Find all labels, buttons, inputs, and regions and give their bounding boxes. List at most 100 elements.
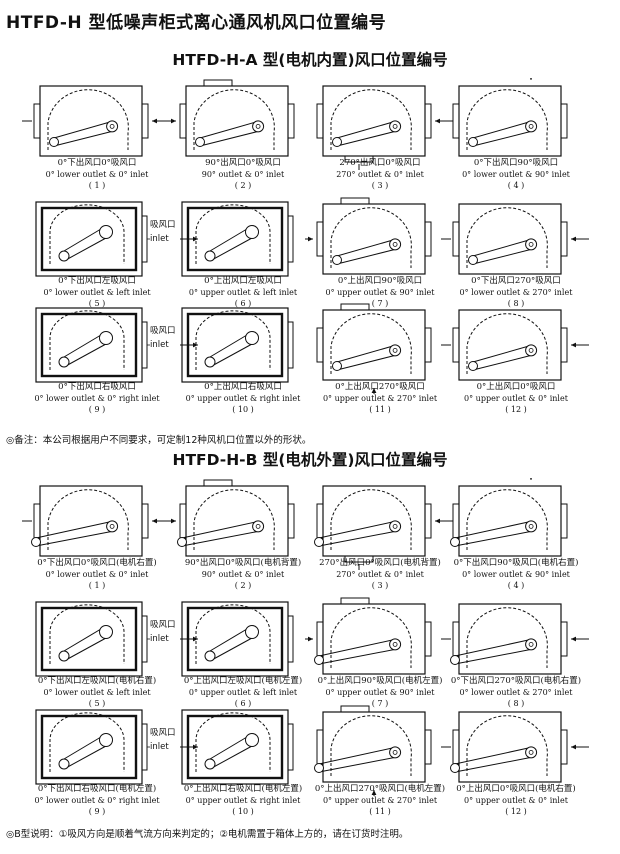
b-caption-en-5: 0° lower outlet & left inlet	[43, 688, 151, 697]
b-caption-en-7: 0° upper outlet & 90° inlet	[325, 688, 435, 697]
b-caption-5: 0°下出风口左吸风口(电机右置)0° lower outlet & left i…	[22, 676, 172, 709]
b-fan-drawing-2	[168, 479, 295, 557]
b-caption-6: 0°上出风口左吸风口(电机左置)0° upper outlet & left i…	[168, 676, 318, 709]
a-caption-zh-5: 0°下出风口左吸风口	[58, 276, 136, 286]
a-caption-no-3: ( 3 )	[371, 181, 389, 190]
a-fan-drawing-1	[22, 85, 170, 157]
page-title: HTFD-H 型低噪声柜式离心通风机风口位置编号	[6, 13, 387, 33]
b-fan-drawing-5	[35, 601, 172, 677]
b-diagram-6: 0°上出风口左吸风口(电机左置)0° upper outlet & left i…	[168, 596, 318, 714]
a-inlet-label-zh: 吸风口	[150, 326, 176, 336]
a-caption-zh-8: 0°下出风口270°吸风口	[471, 276, 561, 286]
b-caption-zh-4: 0°下出风口90°吸风口(电机右置)	[453, 558, 579, 568]
b-inlet-label-1: 吸风口 inlet	[150, 618, 176, 646]
b-caption-en-10: 0° upper outlet & right inlet	[185, 796, 301, 805]
b-caption-no-7: ( 7 )	[371, 699, 389, 708]
b-caption-en-9: 0° lower outlet & 0° right inlet	[34, 796, 160, 805]
b-diagram-9: 0°下出风口右吸风口(电机左置) 0° lower outlet & 0° rig…	[22, 704, 172, 822]
a-caption-no-7: ( 7 )	[371, 299, 389, 308]
a-caption-9: 0°下出风口右吸风口 0° lower outlet & 0° right inl…	[22, 382, 172, 415]
b-caption-zh-9: 0°下出风口右吸风口(电机左置)	[37, 784, 157, 794]
b-caption-3: 270°出风口0°吸风口(电机背置)270° outlet & 0° inlet…	[305, 558, 455, 591]
b-fan-drawing-3	[314, 485, 453, 570]
b-caption-zh-10: 0°上出风口右吸风口(电机左置)	[183, 784, 303, 794]
b-caption-en-2: 90° outlet & 0° inlet	[201, 570, 285, 579]
b-caption-4: 0°下出风口90°吸风口(电机右置)0° lower outlet & 90° …	[441, 558, 591, 591]
b-caption-11: 0°上出风口270°吸风口(电机左置)0° upper outlet & 270…	[305, 784, 455, 817]
a-caption-zh-9: 0°下出风口右吸风口	[58, 382, 136, 392]
a-caption-no-6: ( 6 )	[234, 299, 252, 308]
b-diagram-4: 0°下出风口90°吸风口(电机右置)0° lower outlet & 90° …	[441, 478, 591, 596]
section-b-note: ◎B型说明：①吸风方向是顺着气流方向来判定的；②电机需置于箱体上方的，请在订货时…	[6, 829, 409, 840]
a-caption-en-6: 0° upper outlet & left inlet	[188, 288, 298, 297]
b-caption-zh-12: 0°上出风口0°吸风口(电机右置)	[456, 784, 576, 794]
b-caption-no-11: ( 11 )	[369, 807, 391, 816]
b-fan-drawing-10	[180, 709, 294, 785]
b-caption-zh-8: 0°下出风口270°吸风口(电机右置)	[450, 676, 582, 686]
a-fan-drawing-8	[441, 203, 589, 275]
b-caption-12: 0°上出风口0°吸风口(电机右置)0° upper outlet & 0° in…	[441, 784, 591, 817]
b-caption-zh-7: 0°上出风口90°吸风口(电机左置)	[317, 676, 443, 686]
a-fan-drawing-6	[180, 201, 294, 277]
b-caption-no-4: ( 4 )	[507, 581, 525, 590]
a-caption-en-11: 0° upper outlet & 270° inlet	[322, 394, 438, 403]
b-fan-drawing-6	[180, 601, 294, 677]
a-caption-en-7: 0° upper outlet & 90° inlet	[325, 288, 435, 297]
a-caption-en-9: 0° lower outlet & 0° right inlet	[34, 394, 160, 403]
a-diagram-9: 0°下出风口右吸风口 0° lower outlet & 0° right inl…	[22, 302, 172, 420]
b-inlet-label-zh: 吸风口	[150, 620, 176, 630]
a-diagram-6: 0°上出风口左吸风口 0° upper outlet & left inlet ( …	[168, 196, 318, 314]
a-inlet-label-en: inlet	[150, 340, 169, 350]
b-diagram-8: 0°下出风口270°吸风口(电机右置) 0° lower outlet & 270…	[441, 596, 591, 714]
b-caption-no-3: ( 3 )	[371, 581, 389, 590]
b-diagram-11: 0°上出风口270°吸风口(电机左置)0° upper outlet & 270…	[305, 704, 455, 822]
b-caption-en-8: 0° lower outlet & 270° inlet	[459, 688, 573, 697]
a-inlet-label-2: 吸风口 inlet	[150, 324, 176, 352]
b-fan-drawing-9	[35, 709, 172, 785]
section-a-note: ◎备注：本公司根据用户不同要求，可定制12种风机口位置以外的形状。	[6, 435, 312, 446]
section-b-title: HTFD-H-B 型(电机外置)风口位置编号	[172, 451, 448, 469]
a-caption-zh-1: 0°下出风口0°吸风口	[57, 158, 137, 168]
a-fan-drawing-7	[305, 197, 432, 275]
a-fan-drawing-11	[316, 303, 432, 394]
b-caption-en-3: 270° outlet & 0° inlet	[336, 570, 424, 579]
a-caption-en-4: 0° lower outlet & 90° inlet	[462, 170, 570, 179]
b-caption-no-5: ( 5 )	[88, 699, 106, 708]
b-fan-drawing-7	[305, 597, 432, 675]
b-caption-zh-1: 0°下出风口0°吸风口(电机右置)	[37, 558, 157, 568]
b-inlet-label-zh: 吸风口	[150, 728, 176, 738]
b-caption-1: 0°下出风口0°吸风口(电机右置)0° lower outlet & 0° in…	[22, 558, 172, 591]
a-fan-drawing-10	[180, 307, 294, 383]
a-caption-zh-2: 90°出风口0°吸风口	[205, 158, 281, 168]
b-caption-8: 0°下出风口270°吸风口(电机右置) 0° lower outlet & 270…	[441, 676, 591, 709]
b-diagram-2: 90°出风口0°吸风口(电机背置)90° outlet & 0° inlet( …	[168, 478, 318, 596]
b-inlet-label-en: inlet	[150, 634, 169, 644]
a-caption-zh-7: 0°上出风口90°吸风口	[337, 276, 423, 286]
b-diagram-12: 0°上出风口0°吸风口(电机右置)0° upper outlet & 0° in…	[441, 704, 591, 822]
b-fan-drawing-1	[22, 485, 170, 557]
b-caption-2: 90°出风口0°吸风口(电机背置)90° outlet & 0° inlet( …	[168, 558, 318, 591]
b-diagram-7: 0°上出风口90°吸风口(电机左置) 0° upper outlet & 90° …	[305, 596, 455, 714]
b-fan-drawing-4	[441, 478, 568, 557]
b-caption-no-6: ( 6 )	[234, 699, 252, 708]
b-caption-9: 0°下出风口右吸风口(电机左置) 0° lower outlet & 0° rig…	[22, 784, 172, 817]
a-caption-zh-6: 0°上出风口左吸风口	[204, 276, 282, 286]
a-fan-drawing-2	[168, 79, 295, 157]
b-caption-en-6: 0° upper outlet & left inlet	[188, 688, 298, 697]
b-caption-zh-11: 0°上出风口270°吸风口(电机左置)	[314, 784, 446, 794]
a-caption-en-5: 0° lower outlet & left inlet	[43, 288, 151, 297]
a-fan-drawing-3	[316, 85, 453, 170]
